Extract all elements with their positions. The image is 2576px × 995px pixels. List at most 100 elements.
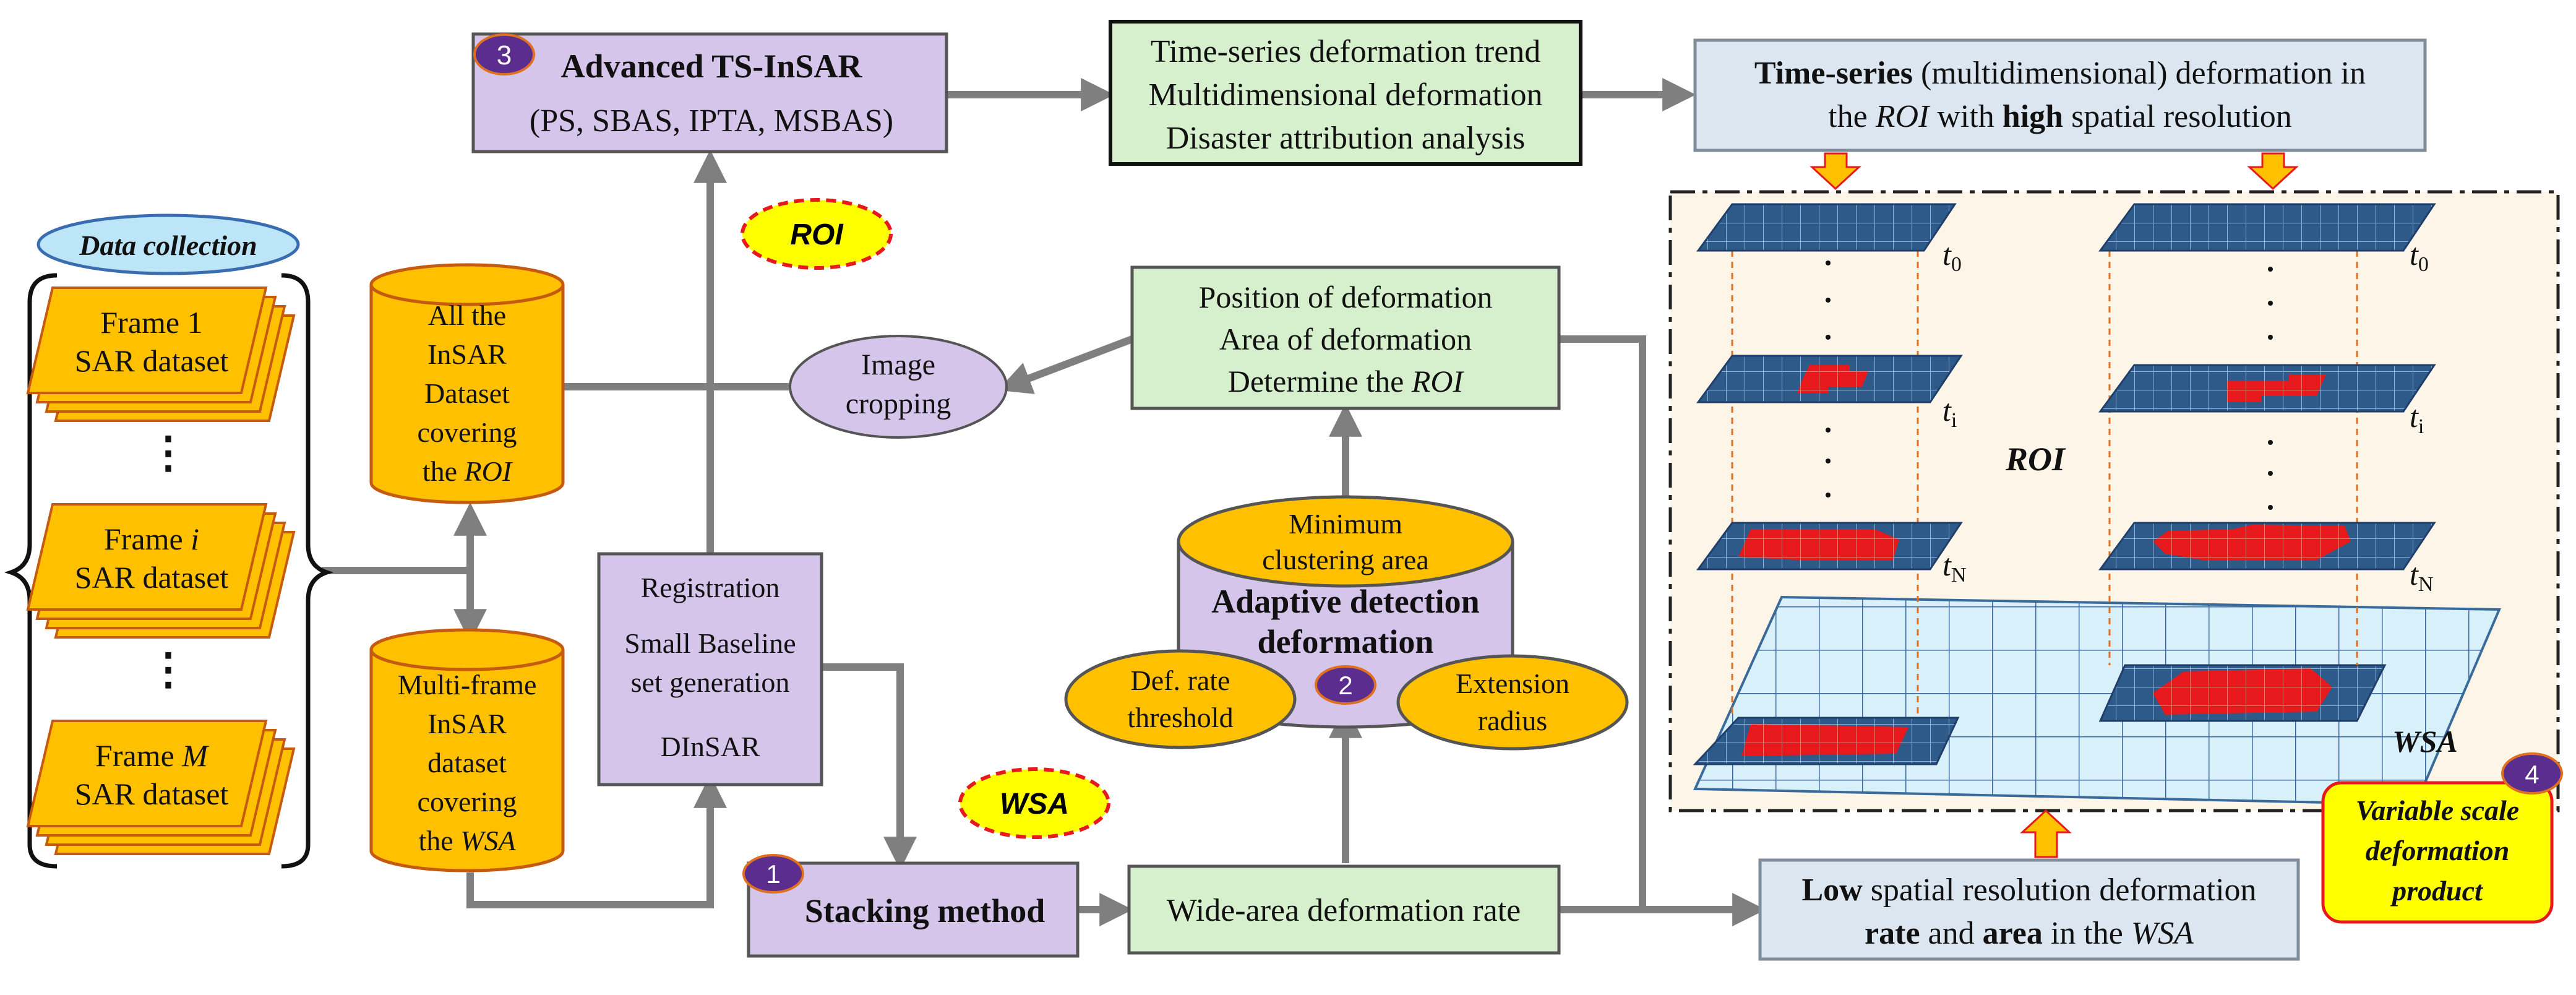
left-plane-t0 xyxy=(1696,203,1957,252)
extension-l2: radius xyxy=(1478,705,1547,736)
image-cropping-ellipse: Image cropping xyxy=(789,335,1008,439)
position-l1: Position of deformation xyxy=(1199,280,1493,314)
cyl-wsa-l3: dataset xyxy=(427,747,507,778)
position-l2: Area of deformation xyxy=(1219,322,1472,356)
frame-1-stack: Frame 1 SAR dataset xyxy=(26,286,296,422)
cyl-wsa-l1: Multi-frame xyxy=(398,669,537,700)
extension-radius-ellipse xyxy=(1396,654,1629,751)
right-label-tn: tN xyxy=(2410,557,2433,596)
vertical-guides xyxy=(1731,251,2358,718)
connectors xyxy=(322,78,1766,926)
cyl-roi-l2: InSAR xyxy=(427,338,507,370)
dots-1: ⋮ xyxy=(147,429,190,477)
cyl-roi-l1: All the xyxy=(428,299,506,331)
cyl-wsa-l5: the WSA xyxy=(418,825,516,856)
time-series-deformation-box: Time-series (multidimensional) deformati… xyxy=(1693,38,2427,152)
frame-1-line2: SAR dataset xyxy=(75,343,229,378)
image-cropping-l1: Image xyxy=(861,348,935,381)
wsa-plane xyxy=(1693,595,2502,806)
low-resolution-box: Low spatial resolution deformation rate … xyxy=(1758,858,2300,961)
ts-trend-l1: Time-series deformation trend xyxy=(1151,34,1541,69)
frame-m-line2: SAR dataset xyxy=(75,777,229,811)
right-plane-t0 xyxy=(2098,203,2436,252)
wsa-3d-label: WSA xyxy=(2392,724,2458,759)
wide-area-label: Wide-area deformation rate xyxy=(1167,893,1521,928)
down-arrow-right xyxy=(2247,152,2299,191)
product-l2: deformation xyxy=(2366,835,2510,866)
badge-4 xyxy=(2501,752,2563,795)
extension-l1: Extension xyxy=(1456,668,1569,699)
wsa-red-left xyxy=(1741,724,1908,756)
data-collection-title: Data collection xyxy=(79,230,257,261)
badge-1-label: 1 xyxy=(766,859,780,889)
roi-tag: ROI xyxy=(741,198,893,270)
def-rate-l1: Def. rate xyxy=(1131,665,1230,696)
cylinder-roi-dataset: All the InSAR Dataset covering the ROI xyxy=(369,263,565,504)
dots-2: ⋮ xyxy=(147,646,190,694)
wide-area-rate-box: Wide-area deformation rate xyxy=(1127,864,1561,955)
frame-m-stack: Frame M SAR dataset xyxy=(26,720,296,855)
svg-text:ROI: ROI xyxy=(790,218,844,251)
left-brace xyxy=(4,273,58,869)
wsa-tag: WSA xyxy=(958,767,1110,839)
data-collection-label-shape xyxy=(36,213,300,275)
right-plane-tn-red xyxy=(2153,525,2351,560)
left-plane-tn-red xyxy=(1738,529,1899,560)
badge-3 xyxy=(473,33,535,75)
adaptive-detection-group: Minimum clustering area Adaptive detecti… xyxy=(1064,495,1629,751)
position-deformation-box: Position of deformation Area of deformat… xyxy=(1130,265,1561,410)
roi-3d-label: ROI xyxy=(2005,441,2066,478)
product-l1: Variable scale xyxy=(2356,795,2519,826)
multiscale-3d-panel: t0 ti tN t0 ti tN ROI WSA xyxy=(1668,152,2560,858)
low-res-l1: Low spatial resolution deformation xyxy=(1801,872,2256,908)
vertical-dots xyxy=(1826,261,2273,510)
product-l3: product xyxy=(2390,875,2483,907)
stacking-label: Stacking method xyxy=(805,892,1045,929)
advanced-ts-insar-box: 3 Advanced TS-InSAR (PS, SBAS, IPTA, MSB… xyxy=(471,32,948,153)
registration-l3: set generation xyxy=(631,666,790,698)
badge-2 xyxy=(1315,665,1376,705)
min-cluster-ellipse xyxy=(1177,495,1514,588)
data-collection-group: Data collection Frame 1 SAR dataset ⋮ Fr… xyxy=(4,213,334,869)
image-cropping-l2: cropping xyxy=(846,387,951,420)
advanced-sub: (PS, SBAS, IPTA, MSBAS) xyxy=(530,103,893,139)
low-res-l2: rate and area in the WSA xyxy=(1865,916,2194,951)
ts-def-l1: Time-series (multidimensional) deformati… xyxy=(1754,56,2366,91)
cyl-wsa-l4: covering xyxy=(418,786,517,817)
right-label-ti: ti xyxy=(2410,399,2424,438)
def-rate-threshold-ellipse xyxy=(1064,649,1297,749)
left-label-t0: t0 xyxy=(1943,237,1962,276)
down-arrow-left xyxy=(1810,152,1861,191)
variable-scale-product: 4 Variable scale deformation product xyxy=(2321,752,2563,924)
up-arrow-bottom xyxy=(2020,809,2072,858)
def-rate-l2: threshold xyxy=(1127,702,1233,733)
frame-1-line1: Frame 1 xyxy=(100,305,202,340)
right-label-t0: t0 xyxy=(2410,237,2429,276)
min-cluster-l2: clustering area xyxy=(1262,544,1428,575)
frame-m-line1: Frame M xyxy=(95,738,209,773)
adaptive-title-2: deformation xyxy=(1258,623,1434,660)
left-plane-ti-red xyxy=(1797,365,1868,393)
registration-box: Registration Small Baseline set generati… xyxy=(597,552,823,786)
adaptive-title-1: Adaptive detection xyxy=(1211,583,1479,620)
right-plane-ti-red xyxy=(2227,374,2326,402)
svg-text:WSA: WSA xyxy=(1000,788,1069,821)
stacking-method-box: 1 Stacking method xyxy=(742,854,1080,958)
badge-4-label: 4 xyxy=(2525,760,2539,789)
registration-l1: Registration xyxy=(641,572,780,603)
ts-trend-l3: Disaster attribution analysis xyxy=(1166,121,1526,156)
ts-trend-box: Time-series deformation trend Multidimen… xyxy=(1109,20,1582,166)
cyl-roi-l4: covering xyxy=(418,416,517,448)
cylinder-wsa-dataset: Multi-frame InSAR dataset covering the W… xyxy=(369,628,565,872)
advanced-title: Advanced TS-InSAR xyxy=(561,48,863,85)
left-label-ti: ti xyxy=(1943,393,1957,432)
ts-def-l2: the ROI with high spatial resolution xyxy=(1828,99,2292,134)
left-label-tn: tN xyxy=(1943,548,1966,587)
cyl-roi-l3: Dataset xyxy=(424,377,510,409)
registration-l2: Small Baseline xyxy=(624,627,796,659)
badge-2-label: 2 xyxy=(1338,671,1352,700)
right-brace xyxy=(281,273,334,869)
frame-i-line1: Frame i xyxy=(104,522,199,556)
frame-i-stack: Frame i SAR dataset xyxy=(26,503,296,639)
